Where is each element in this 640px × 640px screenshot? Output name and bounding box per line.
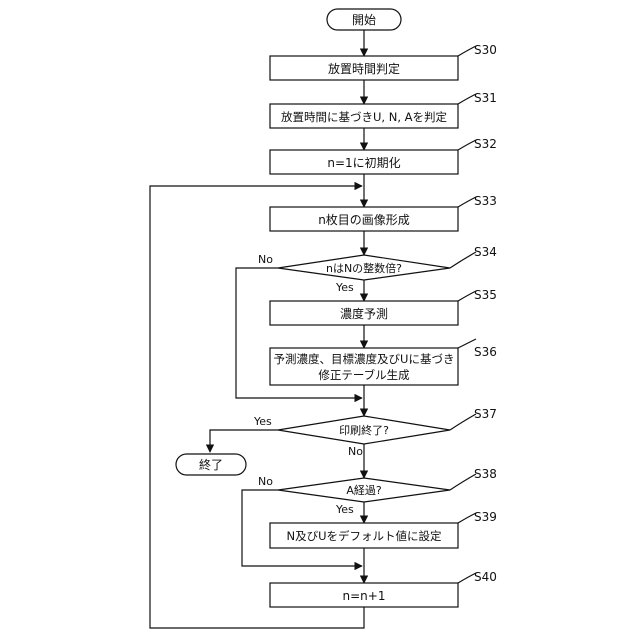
step-s36-text-line2: 修正テーブル生成: [318, 368, 410, 382]
step-s35-text: 濃度予測: [340, 306, 388, 321]
decision-s37-yes-label: Yes: [253, 415, 272, 428]
decision-s37-no-label: No: [348, 445, 363, 458]
step-s35-id: S35: [474, 288, 497, 302]
step-s40: n=n+1 S40: [270, 570, 497, 607]
step-s31-text: 放置時間に基づきU, N, Aを判定: [281, 110, 448, 124]
step-s33-id: S33: [474, 194, 497, 208]
decision-s38-no-label: No: [258, 475, 273, 488]
step-s30: 放置時間判定 S30: [270, 43, 497, 80]
step-s32: n=1に初期化 S32: [270, 137, 497, 174]
step-s36-id: S36: [474, 345, 497, 359]
step-s30-text: 放置時間判定: [328, 61, 400, 76]
step-s33: n枚目の画像形成 S33: [270, 194, 497, 231]
step-s36-text-line1: 予測濃度、目標濃度及びUに基づき: [274, 352, 455, 366]
decision-s38: A経過? S38 No Yes: [258, 467, 497, 516]
step-s31-id: S31: [474, 91, 497, 105]
step-s32-id: S32: [474, 137, 497, 151]
decision-s38-yes-label: Yes: [335, 503, 354, 516]
step-s30-id: S30: [474, 43, 497, 57]
decision-s37-id: S37: [474, 407, 497, 421]
decision-s38-id: S38: [474, 467, 497, 481]
step-s33-text: n枚目の画像形成: [318, 212, 410, 227]
decision-s34-id: S34: [474, 245, 497, 259]
end-terminal: 終了: [176, 454, 246, 475]
step-s39: N及びUをデフォルト値に設定 S39: [270, 510, 497, 548]
decision-s34-yes-label: Yes: [335, 281, 354, 294]
decision-s37-text: 印刷終了?: [339, 423, 389, 437]
step-s39-text: N及びUをデフォルト値に設定: [286, 529, 442, 543]
step-s35: 濃度予測 S35: [270, 288, 497, 325]
step-s36: 予測濃度、目標濃度及びUに基づき 修正テーブル生成 S36: [270, 339, 497, 385]
arrow-s37-yes-end: [210, 430, 278, 452]
start-terminal: 開始: [327, 9, 401, 30]
step-s31: 放置時間に基づきU, N, Aを判定 S31: [270, 91, 497, 128]
decision-s34: nはNの整数倍? S34 No Yes: [258, 245, 497, 294]
end-text: 終了: [199, 457, 223, 472]
decision-s37: 印刷終了? S37 Yes No: [253, 407, 497, 458]
step-s32-text: n=1に初期化: [327, 156, 400, 170]
decision-s34-no-label: No: [258, 253, 273, 266]
step-s39-id: S39: [474, 510, 497, 524]
step-s40-text: n=n+1: [343, 589, 386, 603]
start-text: 開始: [352, 13, 376, 27]
decision-s38-text: A経過?: [346, 484, 382, 497]
arrow-s40-loop: [150, 186, 364, 628]
decision-s34-text: nはNの整数倍?: [326, 261, 402, 275]
step-s40-id: S40: [474, 570, 497, 584]
